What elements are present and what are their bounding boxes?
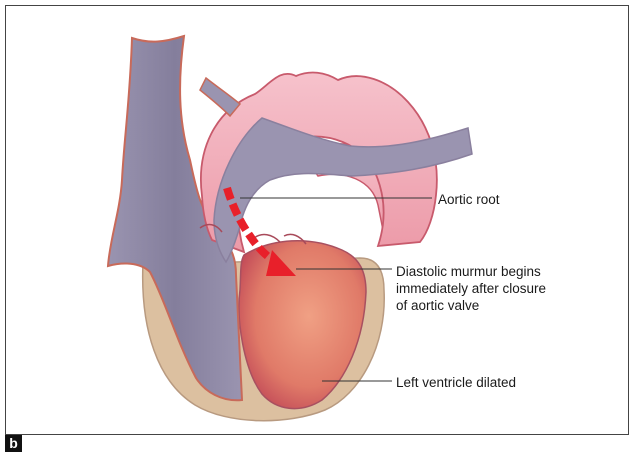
brachiocephalic-vessel bbox=[200, 78, 240, 116]
aortic-root-label: Aortic root bbox=[438, 191, 500, 208]
diastolic-murmur-line-2: immediately after closure bbox=[396, 280, 546, 297]
left-ventricle-label: Left ventricle dilated bbox=[396, 374, 516, 391]
diastolic-murmur-line-3: of aortic valve bbox=[396, 297, 546, 314]
panel-letter: b bbox=[5, 435, 22, 452]
diastolic-murmur-label: Diastolic murmur begins immediately afte… bbox=[396, 263, 546, 314]
diastolic-murmur-line-1: Diastolic murmur begins bbox=[396, 263, 546, 280]
